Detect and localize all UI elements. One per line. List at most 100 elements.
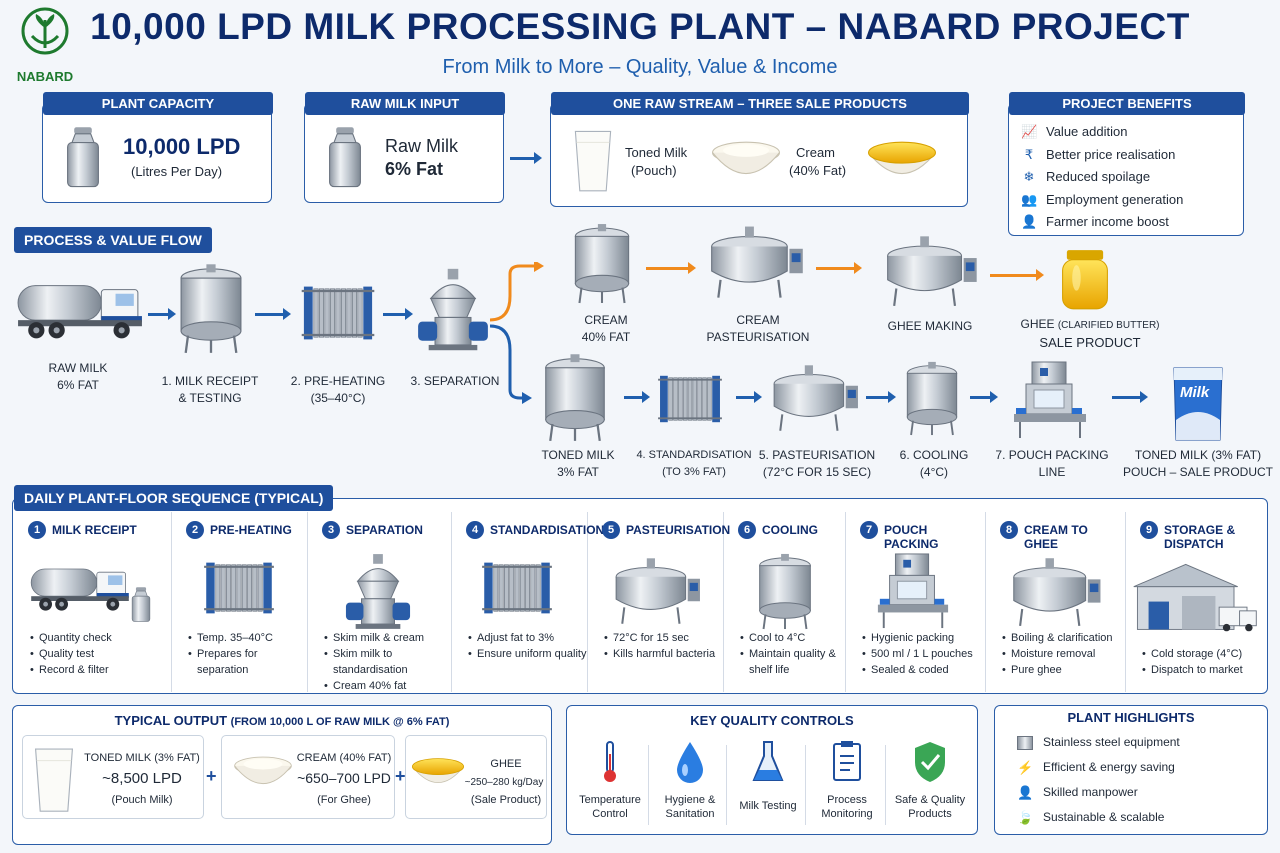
flow-arrow-orange [816,262,862,274]
flow-cooling-label: 6. COOLING(4°C) [899,448,969,479]
pouch-brand-text: Milk [1180,384,1210,401]
thermometer-icon [604,741,616,782]
worker-icon: 👤 [1017,785,1034,800]
logo-text: NABARD [16,69,74,84]
benefit-item: 👤Farmer income boost [1021,211,1183,234]
highlight-item: ⚡Efficient & energy saving [1017,755,1180,780]
page-subtitle: From Milk to More – Quality, Value & Inc… [442,56,838,78]
flow-arrow [866,391,896,403]
energy-icon: ⚡ [1017,760,1034,775]
flow-arrow-orange [646,262,696,274]
snowflake-icon: ❄ [1023,169,1035,184]
milk-tanker-icon [30,568,130,612]
cream-separator-icon [417,268,489,351]
milk-pouch-product: Milk [1168,364,1228,444]
flow-ghee-making-label: GHEE MAKING [887,319,973,333]
flow-standard-label: 4. STANDARDISATION(TO 3% FAT) [636,449,752,478]
steel-icon [1017,735,1033,750]
flow-arrow [255,308,291,320]
pasteuriser-icon [615,557,702,625]
flow-arrow [970,391,998,403]
farmer-icon: 👤 [1021,214,1038,229]
plant-highlights-panel: PLANT HIGHLIGHTS Stainless steel equipme… [994,705,1268,835]
benefit-item: ❄Reduced spoilage [1021,166,1183,189]
product-cream-line2: (40% Fat) [789,163,847,178]
page-title: 10,000 LPD MILK PROCESSING PLANT – NABAR… [90,6,1190,47]
pouch-packing-machine-icon [1012,360,1088,440]
product-toned-line1: Toned Milk [625,145,688,160]
plate-heat-exchanger-icon [203,561,275,615]
milk-can-icon [131,586,151,622]
output-card-toned: TONED MILK (3% FAT) ~8,500 LPD (Pouch Mi… [22,735,204,819]
raw-milk-input-panel: RAW MILK INPUT Raw Milk 6% Fat [304,92,505,203]
ghee-bowl-icon [868,141,936,175]
cream-pasteuriser-icon [710,225,804,299]
plant-capacity-tab: PLANT CAPACITY [43,92,273,115]
chart-up-icon: 📈 [1021,124,1038,139]
project-benefits-panel: PROJECT BENEFITS 📈Value addition ₹Better… [1008,92,1245,236]
cream-tank-icon [574,222,630,304]
step-title: MILK RECEIPT [52,523,137,537]
ghee-jar-icon [1062,249,1108,310]
quality-item-hygiene: Hygiene &Sanitation [649,740,731,821]
process-flow-tab: PROCESS & VALUE FLOW [14,227,212,253]
cooling-tank-icon [758,552,812,630]
product-toned-line2: (Pouch) [631,163,677,178]
cooling-tank-icon [906,360,958,436]
products-tab: ONE RAW STREAM – THREE SALE PRODUCTS [551,92,969,115]
output-card-cream: CREAM (40% FAT) ~650–700 LPD (For Ghee) [221,735,395,819]
plant-capacity-panel: PLANT CAPACITY 10,000 LPD (Litres Per Da… [42,92,273,203]
output-card-ghee: GHEE ~250–280 kg/Day (Sale Product) [405,735,547,819]
plus-sign: + [395,766,406,786]
toned-milk-tank-icon [544,352,606,442]
rupee-icon: ₹ [1024,146,1034,162]
raw-milk-line1: Raw Milk [385,136,459,156]
flow-arrow [1112,391,1148,403]
milk-glass-icon [574,130,612,192]
highlight-item: 👤Skilled manpower [1017,780,1180,805]
ghee-kettle-icon [886,235,978,308]
water-drop-icon [677,742,703,783]
leaf-icon: 🍃 [1017,810,1034,825]
quality-title: KEY QUALITY CONTROLS [690,713,854,728]
products-panel: ONE RAW STREAM – THREE SALE PRODUCTS Ton… [550,92,969,207]
output-title: TYPICAL OUTPUT (FROM 10,000 L OF RAW MIL… [114,713,450,728]
plate-heat-exchanger-icon [481,561,553,615]
quality-item-testing: Milk Testing [727,740,809,813]
flow-receipt-label: 1. MILK RECEIPT& TESTING [161,374,259,405]
nabard-logo: NABARD [10,6,80,86]
capacity-unit: (Litres Per Day) [131,164,223,179]
flow-past-label: 5. PASTEURISATION(72°C FOR 15 SEC) [758,448,876,479]
typical-output-panel: TYPICAL OUTPUT (FROM 10,000 L OF RAW MIL… [12,705,552,845]
highlight-item: 🍃Sustainable & scalable [1017,805,1180,830]
flask-icon [752,741,784,781]
raw-milk-line2: 6% Fat [385,159,444,179]
clipboard-icon [833,741,861,781]
step-number: 1 [28,521,46,539]
milk-pouch-icon [1173,367,1223,441]
flow-arrow [624,391,650,403]
flow-ghee-product-label: GHEE (CLARIFIED BUTTER) SALE PRODUCT [1020,317,1160,350]
highlight-item: Stainless steel equipment [1017,730,1180,755]
shield-check-icon [915,742,945,782]
warehouse-truck-icon [1133,563,1257,632]
ghee-bowl-icon [411,758,465,784]
plus-sign: + [206,766,217,786]
flow-arrow [148,308,176,320]
benefit-item: ₹Better price realisation [1021,144,1183,167]
pasteuriser-icon [773,364,860,432]
highlights-title: PLANT HIGHLIGHTS [1067,710,1195,725]
flow-separation-label: 3. SEPARATION [410,374,500,388]
